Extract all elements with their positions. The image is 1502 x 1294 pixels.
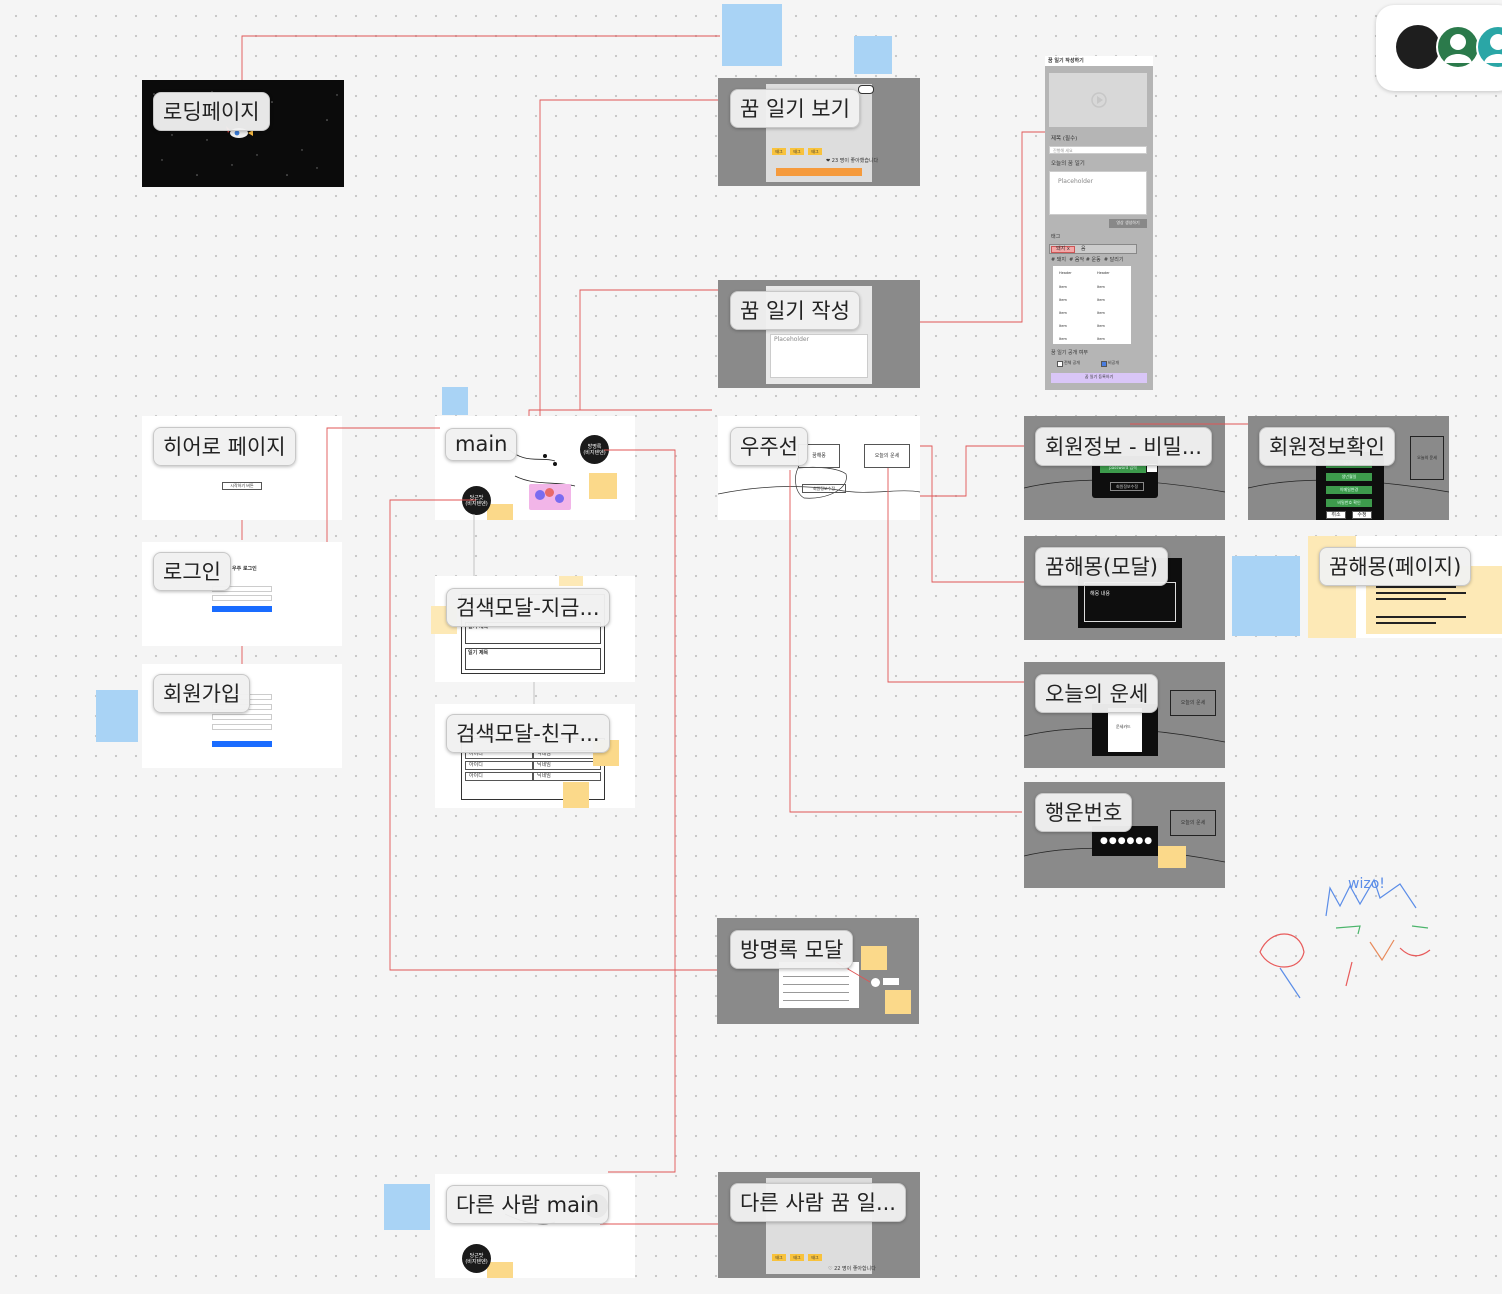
label-dream-write[interactable]: 꿈 일기 작성 bbox=[730, 291, 860, 330]
label-loading[interactable]: 로딩페이지 bbox=[153, 92, 270, 131]
gen-video-button[interactable]: 영상 생성하기 bbox=[1109, 219, 1147, 228]
subject-input[interactable]: 진행해 세요 bbox=[1049, 146, 1147, 154]
label-guestbook[interactable]: 방명록 모달 bbox=[730, 930, 854, 969]
label-other-dream[interactable]: 다른 사람 꿈 일... bbox=[730, 1183, 906, 1222]
spaceship-fortune-box[interactable]: 오늘의 운세 bbox=[864, 444, 910, 468]
label-dream-view[interactable]: 꿈 일기 보기 bbox=[730, 89, 860, 128]
main-circle-left[interactable]: 당근맛 (비지텐덴) bbox=[462, 486, 491, 515]
label-dream-page[interactable]: 꿈해몽(페이지) bbox=[1319, 547, 1472, 586]
avatar[interactable] bbox=[1436, 25, 1480, 69]
main-note bbox=[442, 387, 468, 415]
view-note bbox=[722, 4, 782, 66]
submit-diary-button[interactable]: 꿈 일기 등록하기 bbox=[1051, 373, 1147, 383]
label-dream-modal[interactable]: 꿈해몽(모달) bbox=[1035, 547, 1168, 586]
label-hero[interactable]: 히어로 페이지 bbox=[153, 427, 296, 466]
label-other-main[interactable]: 다른 사람 main bbox=[446, 1185, 610, 1224]
other-likes: ♡ 22 명이 좋아합니다 bbox=[828, 1266, 876, 1272]
label-search-now[interactable]: 검색모달-지금... bbox=[446, 588, 610, 627]
label-member-pw[interactable]: 회원정보 - 비밀... bbox=[1035, 427, 1212, 466]
write-textarea-mini[interactable]: Placeholder bbox=[770, 334, 868, 378]
tag-input[interactable] bbox=[1049, 244, 1137, 254]
label-search-friend[interactable]: 검색모달-친구... bbox=[446, 714, 610, 753]
label-lucky[interactable]: 행운번호 bbox=[1035, 793, 1133, 832]
likes-count: ❤ 23 명이 좋아했습니다 bbox=[826, 158, 879, 164]
label-main[interactable]: main bbox=[445, 428, 518, 461]
collaborator-avatars[interactable] bbox=[1376, 5, 1502, 91]
doodle-drawing: wizo! bbox=[1259, 876, 1431, 999]
label-spaceship[interactable]: 우주선 bbox=[730, 427, 808, 466]
hero-start-button[interactable]: 시작하기 버튼 bbox=[222, 482, 262, 490]
avatar[interactable] bbox=[1476, 25, 1502, 69]
label-signup[interactable]: 회원가입 bbox=[153, 674, 251, 713]
svg-text:wizo!: wizo! bbox=[1348, 876, 1385, 892]
label-login[interactable]: 로그인 bbox=[153, 552, 231, 591]
signup-button-mini[interactable] bbox=[212, 741, 272, 747]
dream-modal-note bbox=[1232, 556, 1300, 636]
write-panel[interactable]: 꿈 일기 작성하기 제목 (필수) 진행해 세요 오늘의 꿈 일기 Placeh… bbox=[1045, 56, 1153, 390]
main-circle-right[interactable]: 방명록 (비지텐덴) bbox=[580, 435, 609, 464]
avatar[interactable] bbox=[1396, 25, 1440, 69]
label-fortune[interactable]: 오늘의 운세 bbox=[1035, 674, 1159, 713]
diary-textarea[interactable]: Placeholder bbox=[1049, 171, 1147, 215]
pw-input-mini[interactable]: password 입력 bbox=[1100, 464, 1146, 473]
spaceship-center-box[interactable]: 회원정보수정 bbox=[802, 484, 846, 493]
login-button-mini[interactable] bbox=[212, 606, 272, 612]
play-icon[interactable] bbox=[1089, 90, 1109, 110]
label-member-check[interactable]: 회원정보확인 bbox=[1259, 427, 1395, 466]
tag-chip[interactable]: 돼지 x bbox=[1051, 246, 1075, 253]
other-circle[interactable]: 당근맛 (비지텐덴) bbox=[462, 1244, 491, 1273]
signup-note bbox=[96, 690, 138, 742]
